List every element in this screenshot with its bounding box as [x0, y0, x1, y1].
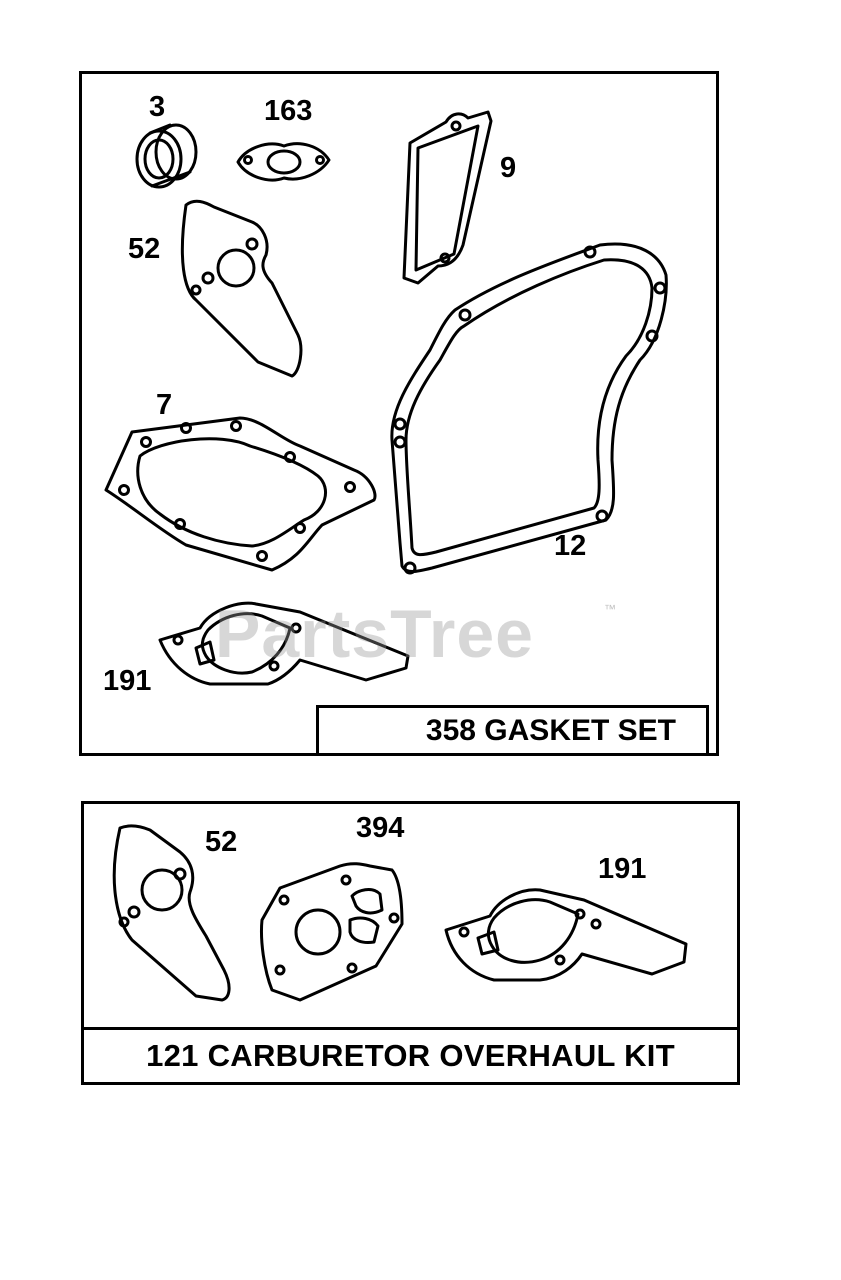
callout-intake-gasket-top: 52 — [128, 233, 161, 265]
gasket-set-caption: 358 GASKET SET — [316, 705, 709, 756]
callout-carburetor-gasket-top: 191 — [103, 665, 152, 697]
cylinder-head-gasket-drawing[interactable] — [104, 416, 377, 572]
callout-diaphragm-gasket: 394 — [356, 812, 405, 844]
oil-seal-drawing[interactable] — [135, 123, 198, 189]
gasket-set-panel — [79, 71, 719, 756]
crankcase-gasket-drawing[interactable] — [390, 242, 668, 575]
watermark-trademark: ™ — [604, 602, 616, 616]
intake-gasket-top-drawing[interactable] — [180, 199, 303, 378]
callout-carburetor-gasket-kit: 191 — [598, 853, 647, 885]
exhaust-gasket-drawing[interactable] — [236, 142, 331, 182]
callout-valve-cover-gasket: 9 — [500, 152, 517, 184]
diaphragm-gasket-drawing[interactable] — [260, 862, 404, 1002]
callout-exhaust-gasket: 163 — [264, 95, 313, 127]
carburetor-gasket-top-drawing[interactable] — [158, 601, 410, 686]
callout-intake-gasket-kit: 52 — [205, 826, 238, 858]
callout-crankcase-gasket: 12 — [554, 530, 587, 562]
callout-cylinder-head-gasket: 7 — [156, 389, 173, 421]
carburetor-kit-caption-text: 121 CARBURETOR OVERHAUL KIT — [146, 1038, 675, 1073]
watermark-logo: PartsTree — [215, 596, 534, 672]
carburetor-kit-caption: 121 CARBURETOR OVERHAUL KIT — [81, 1027, 740, 1085]
gasket-set-caption-text: 358 GASKET SET — [425, 713, 676, 747]
valve-cover-gasket-drawing[interactable] — [402, 110, 493, 285]
carburetor-gasket-kit-drawing[interactable] — [444, 888, 688, 982]
intake-gasket-kit-drawing[interactable] — [112, 824, 231, 1002]
callout-oil-seal: 3 — [149, 91, 166, 123]
